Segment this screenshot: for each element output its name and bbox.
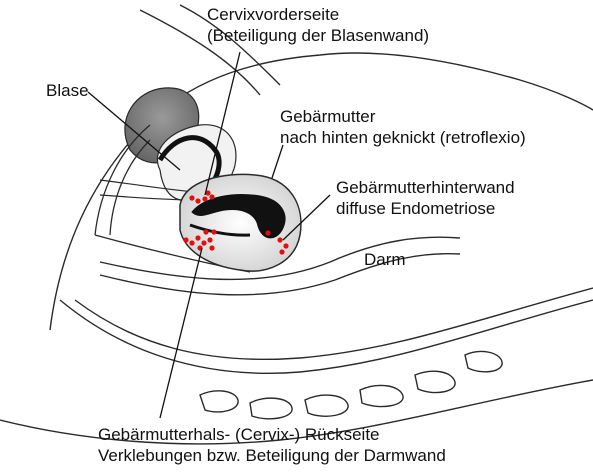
leader-cervix-back — [160, 248, 202, 418]
label-bowel: Darm — [364, 249, 406, 270]
label-cervix-front-line2: (Beteiligung der Blasenwand) — [207, 25, 429, 46]
endometriosis-dot — [211, 229, 216, 234]
endometriosis-dot — [277, 237, 282, 242]
endometriosis-dot — [195, 198, 200, 203]
endometriosis-dot — [195, 235, 200, 240]
label-cervix-front: Cervixvorderseite (Beteiligung der Blase… — [207, 4, 429, 46]
endometriosis-dot — [201, 240, 206, 245]
label-bladder: Blase — [46, 80, 89, 101]
label-cervix-back: Gebärmutterhals- (Cervix-) Rückseite Ver… — [98, 424, 446, 466]
label-uterus-back-wall-line1: Gebärmutterhinterwand — [336, 177, 515, 198]
endometriosis-dot — [202, 196, 207, 201]
bowel — [60, 237, 593, 419]
endometriosis-dot — [279, 249, 284, 254]
label-uterus: Gebärmutter nach hinten geknickt (retrof… — [280, 106, 526, 148]
label-cervix-front-line1: Cervixvorderseite — [207, 4, 429, 25]
label-cervix-back-line1: Gebärmutterhals- (Cervix-) Rückseite — [98, 424, 446, 445]
endometriosis-dot — [189, 195, 194, 200]
endometriosis-dot — [209, 194, 214, 199]
label-uterus-back-wall-line2: diffuse Endometriose — [336, 198, 515, 219]
endometriosis-dot — [265, 230, 270, 235]
endometriosis-dot — [209, 245, 214, 250]
endometriosis-dot — [207, 237, 212, 242]
endometriosis-dot — [183, 237, 188, 242]
label-uterus-line1: Gebärmutter — [280, 106, 526, 127]
label-bowel-line1: Darm — [364, 249, 406, 270]
label-bladder-line1: Blase — [46, 80, 89, 101]
endometriosis-dot — [203, 229, 208, 234]
label-uterus-line2: nach hinten geknickt (retroflexio) — [280, 127, 526, 148]
leader-uterus — [272, 145, 283, 178]
endometriosis-dot — [283, 243, 288, 248]
label-cervix-back-line2: Verklebungen bzw. Beteiligung der Darmwa… — [98, 445, 446, 466]
endometriosis-dot — [189, 240, 194, 245]
label-uterus-back-wall: Gebärmutterhinterwand diffuse Endometrio… — [336, 177, 515, 219]
uterus — [180, 174, 301, 271]
